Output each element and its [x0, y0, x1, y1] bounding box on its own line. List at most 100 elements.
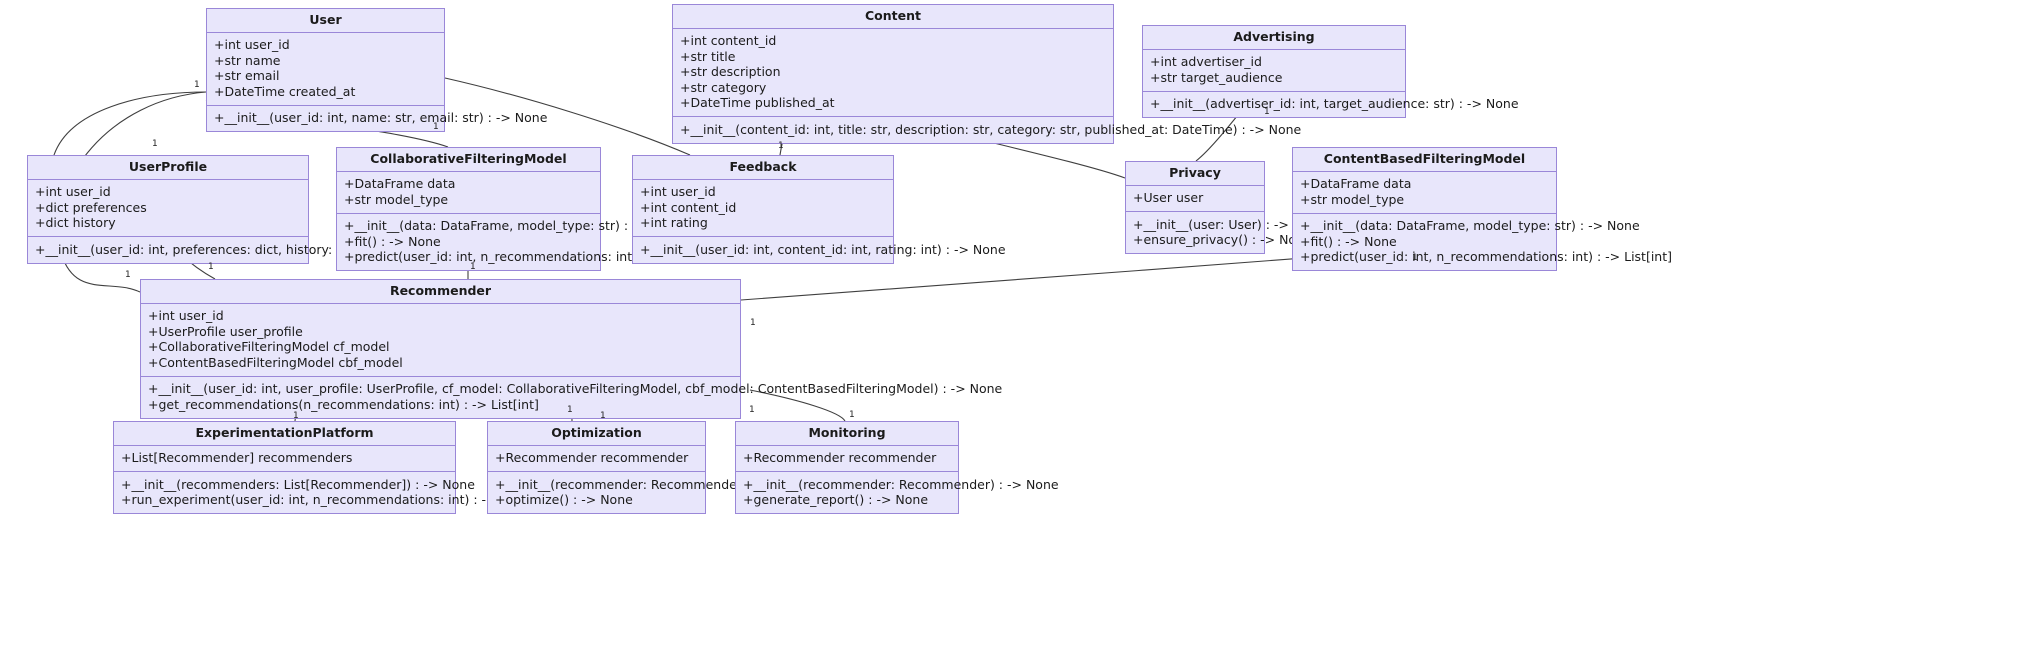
class-methods-optimization: +__init__(recommender: Recommender) : ->… [488, 471, 811, 513]
class-title-optimization: Optimization [488, 422, 705, 446]
method-row: +__init__(user_id: int, name: str, email… [214, 110, 548, 125]
class-title-advertising: Advertising [1143, 26, 1405, 50]
attribute-row: +int user_id [35, 184, 111, 199]
class-methods-content: +__init__(content_id: int, title: str, d… [673, 116, 1302, 143]
class-title-feedback: Feedback [633, 156, 893, 180]
attribute-row: +int content_id [640, 199, 737, 215]
class-box-monitoring[interactable]: Monitoring +Recommender recommender +__ini… [735, 421, 1059, 514]
class-methods-cbfmodel: +__init__(data: DataFrame, model_type: s… [1293, 212, 1673, 271]
attribute-row: +str model_type [344, 191, 449, 207]
edge-user-userprofile [53, 91, 207, 156]
attribute-row: +int rating [640, 215, 708, 230]
multiplicity-label: 1 [1412, 253, 1418, 263]
attribute-row: +str description [680, 64, 781, 79]
class-box-userprofile[interactable]: UserProfile+int user_id+dict preferences… [27, 155, 428, 264]
class-attributes-cfmodel: +DataFrame data+str model_type [337, 172, 600, 213]
class-title-monitoring: Monitoring [736, 422, 958, 446]
class-box-cbfmodel[interactable]: ContentBasedFilteringModel+DataFrame dat… [1292, 147, 1673, 271]
attribute-row: +dict preferences [35, 199, 147, 215]
attribute-row: +ContentBasedFilteringModel cbf_model [148, 354, 403, 370]
class-attributes-user: +int user_id+str name+str email+DateTime… [207, 33, 444, 105]
attribute-row: +str email [214, 68, 280, 83]
method-row: +optimize() : -> None [495, 492, 633, 507]
attribute-row: +UserProfile user_profile [148, 323, 303, 339]
multiplicity-label: 1 [750, 318, 756, 328]
class-methods-experimentation: +__init__(recommenders: List[Recommender… [114, 471, 608, 513]
class-box-cfmodel[interactable]: CollaborativeFilteringModel+DataFrame da… [336, 147, 717, 271]
attribute-row: +Recommender recommender [495, 450, 689, 465]
multiplicity-label: 1 [600, 411, 606, 421]
method-row: +__init__(recommender: Recommender) : ->… [495, 476, 811, 492]
method-row: +fit() : -> None [344, 233, 441, 249]
multiplicity-label: 1 [567, 405, 573, 415]
attribute-row: +str name [214, 52, 281, 68]
attribute-row: +User user [1133, 190, 1204, 205]
attribute-row: +CollaborativeFilteringModel cf_model [148, 339, 390, 354]
class-title-user: User [207, 9, 444, 33]
multiplicity-label: 1 [1264, 107, 1270, 117]
multiplicity-label: 1 [849, 410, 855, 420]
class-methods-monitoring: +__init__(recommender: Recommender) : ->… [736, 471, 1059, 513]
class-box-experimentation[interactable]: ExperimentationPlatform +List[Recommender… [113, 421, 608, 514]
class-box-privacy[interactable]: Privacy +User user +__init__(user: User) :… [1125, 161, 1326, 254]
class-box-content[interactable]: Content+int content_id+str title+str des… [672, 4, 1302, 144]
class-box-recommender[interactable]: Recommender+int user_id+UserProfile user… [140, 279, 1003, 419]
method-row: +__init__(recommender: Recommender) : ->… [743, 476, 1059, 492]
multiplicity-label: 1 [125, 270, 131, 280]
attribute-row: +Recommender recommender [743, 450, 937, 465]
class-title-privacy: Privacy [1126, 162, 1264, 186]
class-title-experimentation: ExperimentationPlatform [114, 422, 455, 446]
attribute-row: +int advertiser_id [1150, 54, 1262, 69]
class-title-userprofile: UserProfile [28, 156, 308, 180]
class-box-feedback[interactable]: Feedback+int user_id+int content_id+int … [632, 155, 1006, 264]
method-row: +__init__(advertiser_id: int, target_aud… [1150, 96, 1519, 111]
class-methods-privacy: +__init__(user: User) : -> None+ensure_p… [1126, 211, 1326, 253]
multiplicity-label: 1 [778, 141, 784, 151]
class-attributes-privacy: +User user [1126, 186, 1264, 212]
method-row: +__init__(data: DataFrame, model_type: s… [344, 218, 684, 233]
class-methods-cfmodel: +__init__(data: DataFrame, model_type: s… [337, 212, 717, 271]
attribute-row: +DateTime published_at [680, 95, 835, 110]
class-attributes-experimentation: +List[Recommender] recommenders [114, 446, 455, 472]
multiplicity-label: 1 [470, 262, 476, 272]
attribute-row: +str model_type [1300, 191, 1405, 207]
multiplicity-label: 1 [194, 80, 200, 90]
multiplicity-label: 1 [152, 139, 158, 149]
method-row: +__init__(user_id: int, content_id: int,… [640, 241, 1006, 257]
method-row: +__init__(user_id: int, preferences: dic… [35, 241, 428, 257]
method-row: +__init__(content_id: int, title: str, d… [680, 121, 1302, 137]
method-row: +predict(user_id: int, n_recommendations… [1300, 249, 1673, 264]
attribute-row: +str title [680, 48, 736, 64]
class-attributes-cbfmodel: +DataFrame data+str model_type [1293, 172, 1556, 213]
class-attributes-monitoring: +Recommender recommender [736, 446, 958, 472]
method-row: +__init__(user: User) : -> None [1133, 216, 1326, 232]
method-row: +__init__(user_id: int, user_profile: Us… [148, 381, 1003, 396]
class-methods-userprofile: +__init__(user_id: int, preferences: dic… [28, 236, 428, 263]
attribute-row: +int user_id [214, 37, 290, 52]
class-attributes-userprofile: +int user_id+dict preferences+dict histo… [28, 180, 308, 237]
class-attributes-feedback: +int user_id+int content_id+int rating [633, 180, 893, 237]
class-box-advertising[interactable]: Advertising +int advertiser_id+str target… [1142, 25, 1519, 118]
class-box-optimization[interactable]: Optimization +Recommender recommender +__i… [487, 421, 811, 514]
attribute-row: +int user_id [640, 184, 716, 199]
method-row: +ensure_privacy() : -> None [1133, 232, 1312, 247]
method-row: +__init__(data: DataFrame, model_type: s… [1300, 218, 1640, 233]
method-row: +predict(user_id: int, n_recommendations… [344, 249, 717, 264]
class-attributes-optimization: +Recommender recommender [488, 446, 705, 472]
multiplicity-label: 1 [293, 411, 299, 421]
attribute-row: +dict history [35, 215, 116, 230]
class-box-user[interactable]: User+int user_id+str name+str email+Date… [206, 8, 548, 132]
class-title-cbfmodel: ContentBasedFilteringModel [1293, 148, 1556, 172]
method-row: +__init__(recommenders: List[Recommender… [121, 476, 475, 492]
attribute-row: +DateTime created_at [214, 83, 356, 99]
attribute-row: +DataFrame data [1300, 176, 1412, 191]
attribute-row: +str target_audience [1150, 69, 1283, 85]
class-methods-user: +__init__(user_id: int, name: str, email… [207, 104, 548, 132]
method-row: +run_experiment(user_id: int, n_recommen… [121, 492, 608, 507]
class-methods-advertising: +__init__(advertiser_id: int, target_aud… [1143, 90, 1519, 118]
method-row: +get_recommendations(n_recommendations: … [148, 396, 539, 412]
class-attributes-recommender: +int user_id+UserProfile user_profile+Co… [141, 304, 740, 376]
attribute-row: +int content_id [680, 33, 777, 48]
attribute-row: +List[Recommender] recommenders [121, 450, 353, 465]
